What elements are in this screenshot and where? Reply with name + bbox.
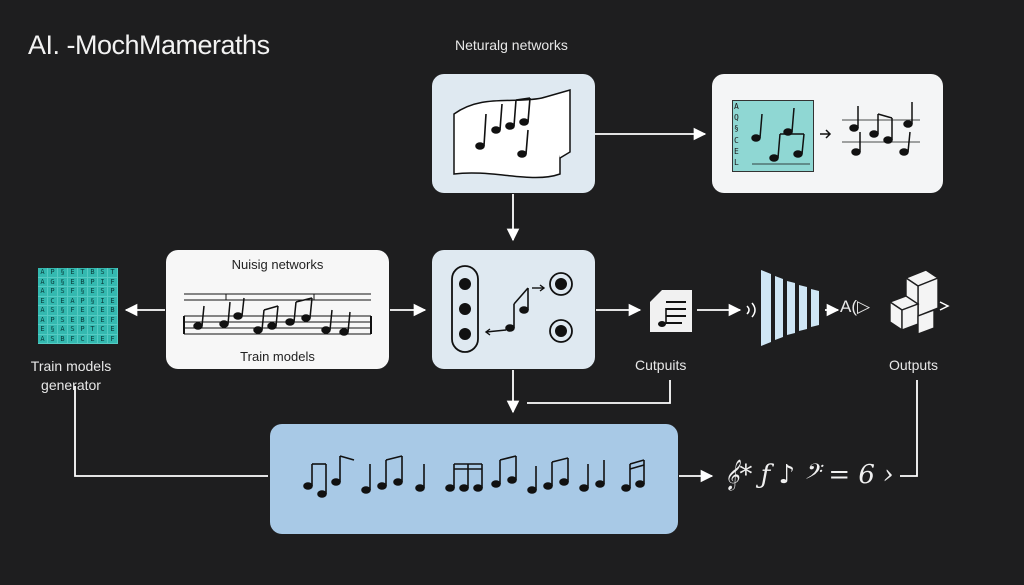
grid-cell: C (88, 315, 98, 325)
grid-cell: F (108, 334, 118, 344)
grid-cell: E (68, 277, 78, 287)
grid-cell: E (108, 325, 118, 335)
grid-cell: S (48, 334, 58, 344)
grid-cell: § (48, 325, 58, 335)
grid-cell: A (68, 296, 78, 306)
grid-cell: F (68, 287, 78, 297)
grid-cell: T (78, 268, 88, 278)
grid-cell: S (68, 325, 78, 335)
grid-cell: E (58, 296, 68, 306)
training-box-title: Nuisig networks (231, 257, 324, 272)
grid-cell: E (88, 287, 98, 297)
grid-cell: § (58, 277, 68, 287)
grid-cell: A (38, 268, 48, 278)
grid-cell: S (58, 315, 68, 325)
grid-cell: § (88, 296, 98, 306)
grid-cell: § (78, 287, 88, 297)
cutputs-label: Cutpuits (635, 357, 687, 373)
grid-cell: C (98, 325, 108, 335)
grid-cell: E (98, 306, 108, 316)
grid-cell: P (48, 315, 58, 325)
grid-cell: T (88, 325, 98, 335)
grid-cell: E (108, 296, 118, 306)
grid-cell: B (58, 334, 68, 344)
signal-bars-icon (746, 270, 819, 346)
grid-cell: § (58, 268, 68, 278)
grid-cell: A (38, 315, 48, 325)
grid-cell: E (38, 325, 48, 335)
grid-cell: E (98, 334, 108, 344)
generated-notes-graphic (303, 455, 645, 498)
grid-cell: E (88, 334, 98, 344)
3d-blocks-icon (888, 269, 950, 336)
grid-cell: E (38, 296, 48, 306)
grid-cell: B (78, 315, 88, 325)
grid-cell: P (78, 296, 88, 306)
sheet-music-graphic (453, 89, 571, 179)
network-nodes-graphic (451, 265, 573, 353)
output-grid-letters: A Q § C E L (734, 102, 739, 167)
line-bottom-to-cutputs (527, 380, 671, 404)
grid-cell: P (48, 287, 58, 297)
grid-cell: G (48, 277, 58, 287)
grid-cell: § (58, 306, 68, 316)
grid-cell: A (58, 325, 68, 335)
grid-cell: C (78, 334, 88, 344)
line-left-to-bottom (74, 386, 268, 477)
generated-sequence-text: 𝄞* ƒ ♪ 𝄢 = 6 › (724, 460, 894, 490)
training-box-subtitle: Train models (240, 349, 315, 364)
outputs-label: Outputs (889, 357, 939, 373)
grid-cell: I (98, 296, 108, 306)
line-sequence-to-outputs (900, 380, 918, 477)
grid-cell: A (38, 334, 48, 344)
train-models-generator-label: Train models generator (30, 358, 112, 393)
grid-cell: S (58, 287, 68, 297)
grid-cell: P (108, 287, 118, 297)
grid-cell: E (68, 315, 78, 325)
grid-cell: F (68, 334, 78, 344)
grid-cell: T (108, 268, 118, 278)
generated-sequence-box (270, 424, 678, 534)
grid-cell: C (88, 306, 98, 316)
neural-network-box (432, 250, 595, 369)
grid-cell: E (98, 315, 108, 325)
grid-cell: B (88, 268, 98, 278)
grid-cell: F (108, 315, 118, 325)
audio-mark-label: A(▷ (840, 297, 871, 316)
grid-cell: S (48, 306, 58, 316)
grid-cell: C (48, 296, 58, 306)
grid-cell: P (48, 268, 58, 278)
grid-cell: A (38, 306, 48, 316)
grid-cell: S (98, 268, 108, 278)
staff-notes-graphic (183, 293, 372, 336)
grid-cell: I (98, 277, 108, 287)
top-network-box (432, 74, 595, 193)
grid-cell: S (98, 287, 108, 297)
grid-cell: P (78, 325, 88, 335)
grid-cell: E (68, 268, 78, 278)
output-notes-graphic (751, 102, 920, 165)
grid-cell: A (38, 287, 48, 297)
grid-cell: B (108, 306, 118, 316)
grid-cell: P (88, 277, 98, 287)
top-network-label: Neturalg networks (455, 37, 568, 53)
grid-cell: B (78, 277, 88, 287)
grid-cell: F (108, 277, 118, 287)
diagram-title: AI. -MochMameraths (28, 30, 270, 60)
grid-cell: F (68, 306, 78, 316)
document-icon (650, 290, 692, 332)
grid-cell: A (38, 277, 48, 287)
grid-cell: E (78, 306, 88, 316)
